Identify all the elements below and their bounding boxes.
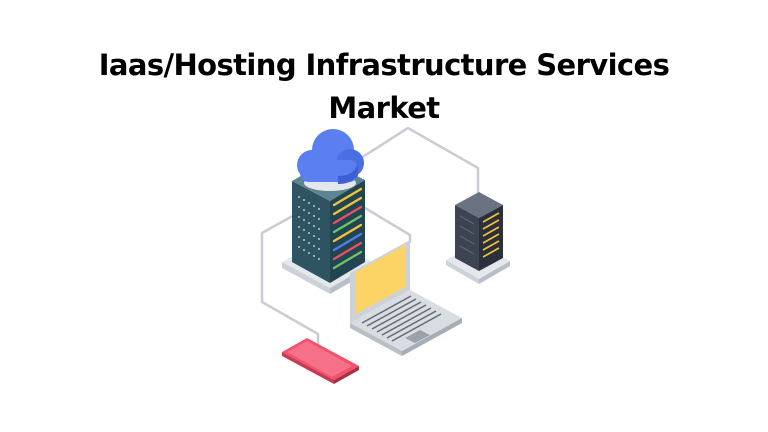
- laptop-icon: [350, 240, 462, 356]
- page-title: Iaas/Hosting Infrastructure Services Mar…: [0, 44, 768, 130]
- title-line-1: Iaas/Hosting Infrastructure Services: [98, 48, 670, 82]
- title-line-2: Market: [328, 91, 440, 125]
- cloud-icon: [297, 129, 364, 191]
- smartphone-icon: [282, 338, 359, 384]
- server-tower-icon: [446, 192, 510, 284]
